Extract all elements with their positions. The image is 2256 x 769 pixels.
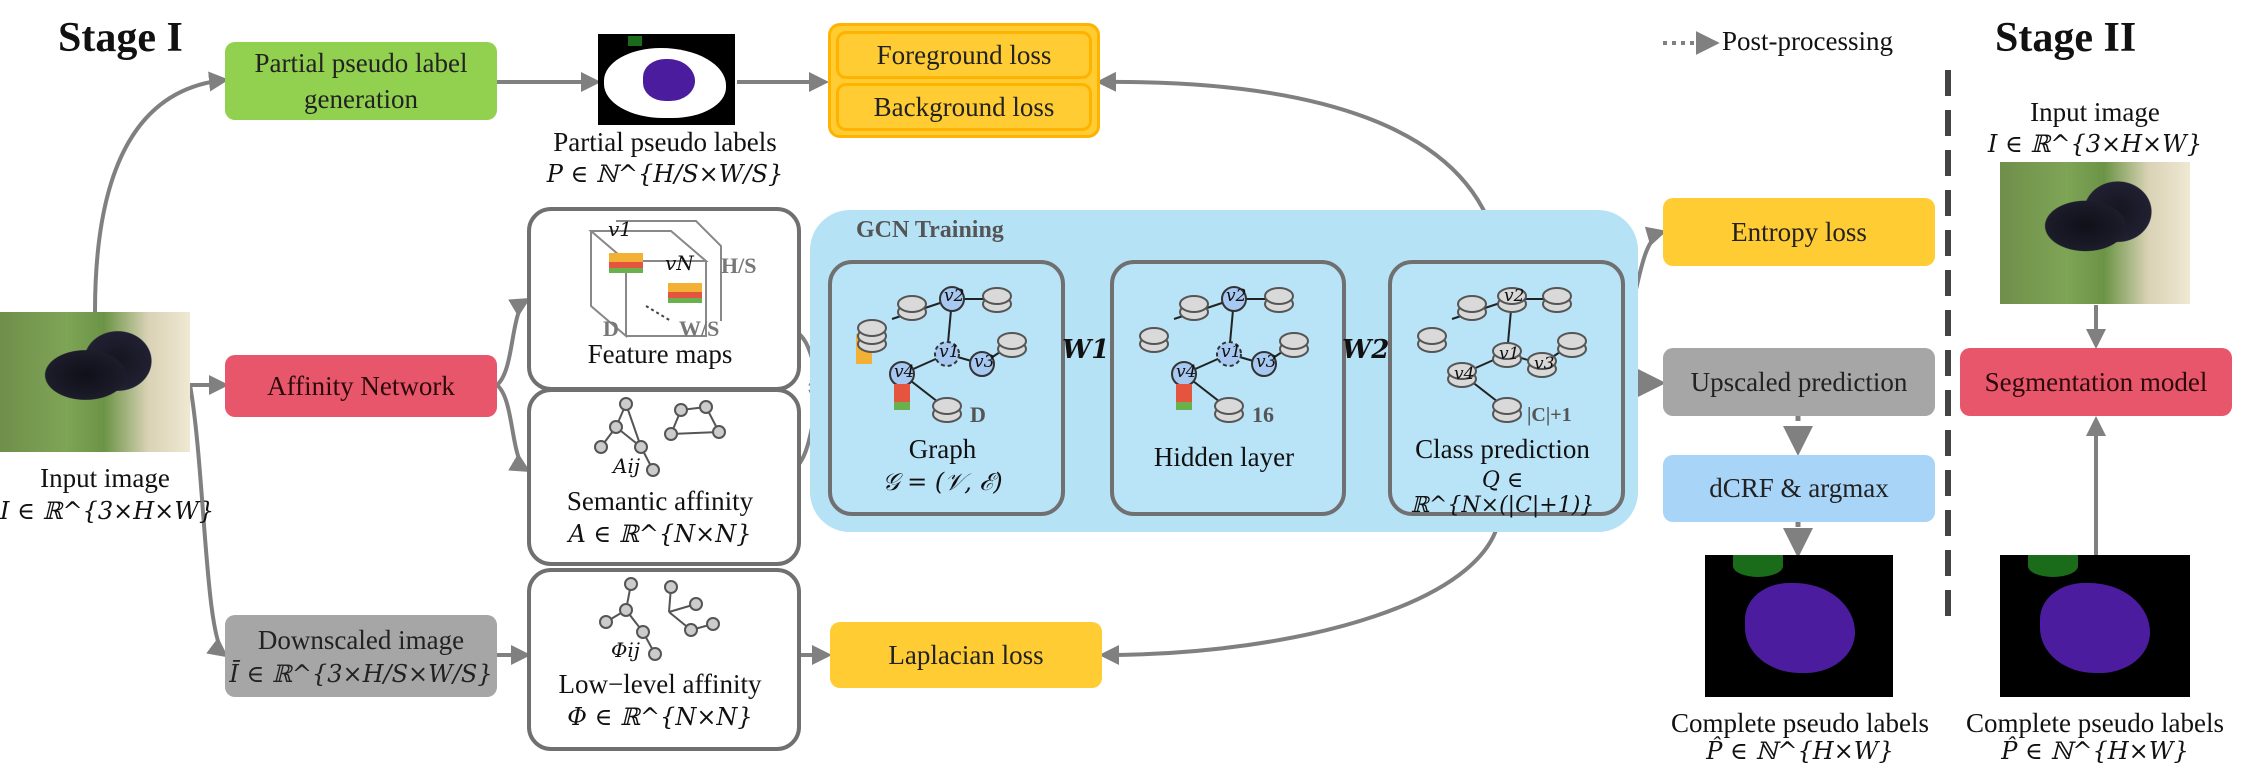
downscaled-image-box: Downscaled image Ī ∈ ℝ^{3×H/S×W/S} bbox=[225, 615, 497, 697]
lowlevel-phi-label: Φij bbox=[611, 638, 640, 662]
stage2-label-purple-region bbox=[2040, 583, 2150, 673]
feature-vn-label: vN bbox=[665, 251, 694, 275]
class-prediction-math: Q ∈ ℝ^{N×(|C|+1)} bbox=[1410, 468, 1595, 518]
graph-box: v2 v1 v3 v4 D Graph 𝒢 = (𝒱, ℰ) bbox=[828, 260, 1065, 516]
hidden-node-v1: v1 bbox=[1221, 342, 1242, 362]
class-node-v2: v2 bbox=[1504, 286, 1525, 306]
class-node-v1: v1 bbox=[1499, 344, 1520, 364]
entropy-loss-label: Entropy loss bbox=[1731, 216, 1867, 247]
foreground-loss-label: Foreground loss bbox=[876, 39, 1052, 70]
complete-labels-caption: Complete pseudo labels bbox=[1671, 708, 1929, 738]
partial-label-generation-box: Partial pseudo label generation bbox=[225, 42, 497, 120]
stage2-complete-math: P̂ ∈ ℕ^{H×W} bbox=[2001, 737, 2189, 765]
gcn-training-label: GCN Training bbox=[856, 217, 1004, 243]
hidden-node-v2: v2 bbox=[1226, 286, 1247, 306]
partial-label-green-region bbox=[628, 36, 642, 46]
hidden-node-illustration bbox=[1139, 286, 1309, 423]
partial-label-generation-label: Partial pseudo label generation bbox=[254, 47, 468, 114]
semantic-affinity-box: Aij Semantic affinity A ∈ ℝ^{N×N} bbox=[527, 388, 801, 566]
stage2-input-math: I ∈ ℝ^{3×H×W} bbox=[1987, 130, 2203, 158]
graph-node-v1: v1 bbox=[939, 342, 960, 362]
hidden-dim-label: 16 bbox=[1252, 402, 1274, 427]
stage-1-title: Stage I bbox=[58, 15, 183, 61]
partial-label-purple-region bbox=[643, 59, 695, 101]
graph-node-v2: v2 bbox=[944, 286, 965, 306]
class-dim-label: |C|+1 bbox=[1527, 404, 1572, 426]
foreground-loss-box: Foreground loss bbox=[836, 31, 1092, 79]
graph-label: Graph bbox=[908, 434, 977, 464]
partial-pseudo-labels-image bbox=[598, 34, 735, 125]
legend-label: Post-processing bbox=[1722, 26, 1893, 56]
semantic-affinity-math: A ∈ ℝ^{N×N} bbox=[568, 520, 752, 548]
laplacian-loss-label: Laplacian loss bbox=[888, 639, 1044, 670]
laplacian-loss-box: Laplacian loss bbox=[830, 622, 1102, 688]
weight-w2-label: W2 bbox=[1342, 335, 1390, 365]
weight-w1-label: W1 bbox=[1062, 335, 1110, 365]
arrow-affinity-to-semantic bbox=[495, 383, 531, 473]
class-node-v3: v3 bbox=[1534, 354, 1555, 374]
dcrf-argmax-box: dCRF & argmax bbox=[1663, 455, 1935, 522]
segmentation-model-box: Segmentation model bbox=[1960, 348, 2232, 416]
complete-label-purple-region bbox=[1745, 583, 1855, 673]
feature-maps-label: Feature maps bbox=[587, 339, 733, 369]
arrow-class-to-laplacian bbox=[1099, 507, 1502, 665]
semantic-aij-label: Aij bbox=[613, 454, 641, 478]
input-image bbox=[0, 312, 190, 452]
feature-maps-illustration bbox=[588, 220, 722, 339]
hidden-layer-label: Hidden layer bbox=[1153, 442, 1295, 472]
arrow-input-to-partial bbox=[93, 71, 229, 313]
complete-labels-math: P̂ ∈ ℕ^{H×W} bbox=[1706, 737, 1894, 765]
lowlevel-affinity-box: Φij Low−level affinity Φ ∈ ℝ^{N×N} bbox=[527, 568, 801, 751]
stage-2-title: Stage II bbox=[1995, 15, 2137, 61]
hidden-layer-box: v2 v1 v3 v4 16 Hidden layer bbox=[1110, 260, 1346, 516]
arrow-input-to-downscaled bbox=[188, 384, 229, 658]
feature-maps-box: v1 vN H/S W/S D Feature maps bbox=[527, 207, 801, 391]
class-node-v4: v4 bbox=[1454, 364, 1475, 384]
graph-math: 𝒢 = (𝒱, ℰ) bbox=[882, 468, 1003, 496]
semantic-affinity-label: Semantic affinity bbox=[566, 486, 754, 516]
affinity-network-label: Affinity Network bbox=[267, 370, 455, 401]
stage2-complete-caption: Complete pseudo labels bbox=[1966, 708, 2224, 738]
complete-pseudo-labels-image bbox=[1705, 555, 1893, 697]
partial-labels-caption: Partial pseudo labels bbox=[553, 127, 777, 157]
class-prediction-label: Class prediction bbox=[1415, 434, 1590, 464]
input-image-math: I ∈ ℝ^{3×H×W} bbox=[0, 497, 215, 525]
downscaled-image-math: Ī ∈ ℝ^{3×H/S×W/S} bbox=[229, 660, 493, 689]
feature-d-label: D bbox=[603, 316, 619, 341]
upscaled-prediction-label: Upscaled prediction bbox=[1690, 366, 1908, 397]
segmentation-model-label: Segmentation model bbox=[1984, 366, 2208, 397]
background-loss-box: Background loss bbox=[836, 83, 1092, 131]
partial-labels-math: P ∈ ℕ^{H/S×W/S} bbox=[546, 160, 784, 188]
arrow-affinity-to-features bbox=[495, 297, 531, 387]
class-node-illustration bbox=[1417, 287, 1587, 423]
feature-w-label: W/S bbox=[679, 316, 720, 341]
stage2-input-image bbox=[2000, 162, 2190, 304]
background-loss-label: Background loss bbox=[873, 91, 1055, 122]
lowlevel-affinity-math: Φ ∈ ℝ^{N×N} bbox=[567, 703, 753, 731]
entropy-loss-box: Entropy loss bbox=[1663, 198, 1935, 266]
affinity-network-box: Affinity Network bbox=[225, 355, 497, 417]
stage2-label-green-region bbox=[2028, 555, 2078, 577]
lowlevel-graph-illustration bbox=[599, 577, 720, 661]
graph-node-v3: v3 bbox=[974, 352, 995, 372]
hidden-node-v4: v4 bbox=[1176, 362, 1197, 382]
lowlevel-affinity-label: Low−level affinity bbox=[558, 669, 762, 699]
arrow-class-to-fgbg-loss bbox=[1096, 71, 1502, 263]
graph-node-illustration bbox=[856, 286, 1027, 423]
stage2-complete-labels-image bbox=[2000, 555, 2190, 697]
graph-dim-label: D bbox=[970, 402, 986, 427]
dcrf-argmax-label: dCRF & argmax bbox=[1709, 473, 1889, 504]
graph-node-v4: v4 bbox=[894, 362, 915, 382]
semantic-graph-illustration bbox=[594, 397, 726, 477]
hidden-node-v3: v3 bbox=[1256, 352, 1277, 372]
complete-label-green-region bbox=[1733, 555, 1783, 577]
downscaled-image-label: Downscaled image bbox=[257, 624, 465, 655]
feature-v1-label: v1 bbox=[608, 217, 633, 241]
feature-h-label: H/S bbox=[721, 253, 757, 278]
stage2-input-caption: Input image bbox=[2030, 97, 2160, 127]
class-prediction-box: v2 v1 v3 v4 |C|+1 Class prediction Q ∈ ℝ… bbox=[1388, 260, 1625, 518]
input-image-caption: Input image bbox=[40, 463, 170, 493]
upscaled-prediction-box: Upscaled prediction bbox=[1663, 348, 1935, 416]
